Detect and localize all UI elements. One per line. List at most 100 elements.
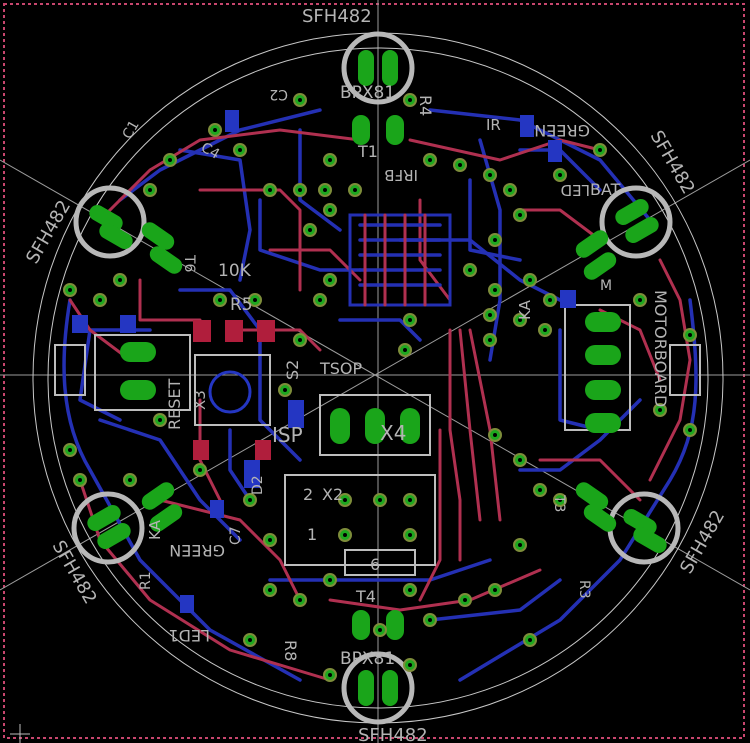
via-drill-hole xyxy=(598,148,602,152)
smd-pads xyxy=(72,110,576,613)
sfh482-lower-right xyxy=(607,491,681,565)
label-r8: R8 xyxy=(281,640,300,661)
via-drill-hole xyxy=(493,288,497,292)
label-r5-value: 10K xyxy=(218,261,252,281)
via-drill-hole xyxy=(458,163,462,167)
via-drill-hole xyxy=(488,173,492,177)
via-drill-hole xyxy=(408,98,412,102)
via-drill-hole xyxy=(343,533,347,537)
ir-emitters xyxy=(71,31,681,725)
label-reset: RESET xyxy=(165,379,184,430)
via-drill-hole xyxy=(543,328,547,332)
via-drill-hole xyxy=(403,348,407,352)
via-drill-hole xyxy=(508,188,512,192)
label-led: LED xyxy=(561,181,590,199)
label-r4: R4 xyxy=(416,95,435,116)
via-drill-hole xyxy=(353,188,357,192)
via-drill-hole xyxy=(408,663,412,667)
via-drill-hole xyxy=(518,458,522,462)
via-drill-hole xyxy=(408,498,412,502)
left-ir-body xyxy=(54,344,86,396)
label-pin6: 6 xyxy=(370,555,380,574)
via-drill-hole xyxy=(298,598,302,602)
connector-pads xyxy=(120,115,621,640)
via-drill-hole xyxy=(78,478,82,482)
via-drill-hole xyxy=(283,388,287,392)
label-irfb: IRFB xyxy=(384,166,418,184)
s2-switch-knob xyxy=(208,370,252,414)
right-ir-body xyxy=(669,344,701,396)
label-sfh-right: SFH482 xyxy=(646,127,699,198)
s2-switch-outline xyxy=(194,354,271,426)
via-drill-hole xyxy=(493,238,497,242)
ic-qfp xyxy=(348,213,452,307)
via-drill-hole xyxy=(343,498,347,502)
via-drill-hole xyxy=(558,173,562,177)
via-drill-hole xyxy=(688,428,692,432)
via-drill-hole xyxy=(518,543,522,547)
via-drill-hole xyxy=(328,673,332,677)
via-drill-hole xyxy=(118,278,122,282)
x2-connector-outline xyxy=(284,474,436,566)
label-motorboard: MOTORBOARD xyxy=(651,290,670,407)
label-led1: LED1 xyxy=(168,626,210,645)
via-drill-hole xyxy=(408,588,412,592)
via-drill-hole xyxy=(528,638,532,642)
sfh482-top xyxy=(341,31,415,105)
reset-connector-outline xyxy=(94,334,191,411)
sfh482-upper-left xyxy=(73,185,147,259)
isp-header-outline xyxy=(319,394,431,456)
label-x2-pin1: 1 xyxy=(307,525,317,544)
label-c4: C4 xyxy=(198,140,222,163)
via-drill-hole xyxy=(253,298,257,302)
photodiode-pads xyxy=(141,222,617,532)
label-d2: D2 xyxy=(250,475,266,495)
via-drill-hole xyxy=(378,498,382,502)
label-x2: X2 xyxy=(322,485,343,504)
label-sfh-left: SFH482 xyxy=(22,197,75,268)
sfh482-upper-right xyxy=(599,185,673,259)
via-drill-hole xyxy=(298,338,302,342)
label-t6: T6 xyxy=(181,254,197,273)
via-drill-hole xyxy=(308,228,312,232)
via-drill-hole xyxy=(68,288,72,292)
via-drill-hole xyxy=(213,128,217,132)
via-drill-hole xyxy=(268,188,272,192)
via-drill-hole xyxy=(98,298,102,302)
via-drill-hole xyxy=(468,268,472,272)
label-bpx-bottom: BPX81 xyxy=(340,649,395,669)
label-bpx-top: BPX81 xyxy=(340,83,395,103)
via-drill-hole xyxy=(248,638,252,642)
via-drill-hole xyxy=(428,618,432,622)
label-c1: C1 xyxy=(120,118,143,142)
label-t1: T1 xyxy=(357,142,378,161)
x2-latch-outline xyxy=(344,549,416,576)
via-drill-hole xyxy=(68,448,72,452)
vias xyxy=(63,93,697,682)
via-drill-hole xyxy=(218,298,222,302)
via-drill-hole xyxy=(378,628,382,632)
via-drill-hole xyxy=(328,208,332,212)
via-drill-hole xyxy=(538,488,542,492)
label-sfh-bottom: SFH482 xyxy=(358,725,428,743)
label-bat: BAT xyxy=(590,180,621,199)
label-t3: T3 xyxy=(551,494,567,512)
origin-marker xyxy=(10,724,30,743)
via-drill-hole xyxy=(198,468,202,472)
label-sfh-lower-right: SFH482 xyxy=(676,507,729,578)
via-drill-hole xyxy=(408,318,412,322)
via-drill-hole xyxy=(298,98,302,102)
label-x4: X4 xyxy=(380,421,406,445)
via-drill-hole xyxy=(488,338,492,342)
via-drill-hole xyxy=(558,498,562,502)
board-dimension-frame xyxy=(3,3,745,739)
via-drill-hole xyxy=(328,278,332,282)
via-drill-hole xyxy=(158,418,162,422)
via-drill-hole xyxy=(638,298,642,302)
via-drill-hole xyxy=(408,533,412,537)
label-t4: T4 xyxy=(355,587,376,606)
via-drill-hole xyxy=(463,598,467,602)
via-drill-hole xyxy=(658,408,662,412)
label-c2: C2 xyxy=(269,86,288,102)
